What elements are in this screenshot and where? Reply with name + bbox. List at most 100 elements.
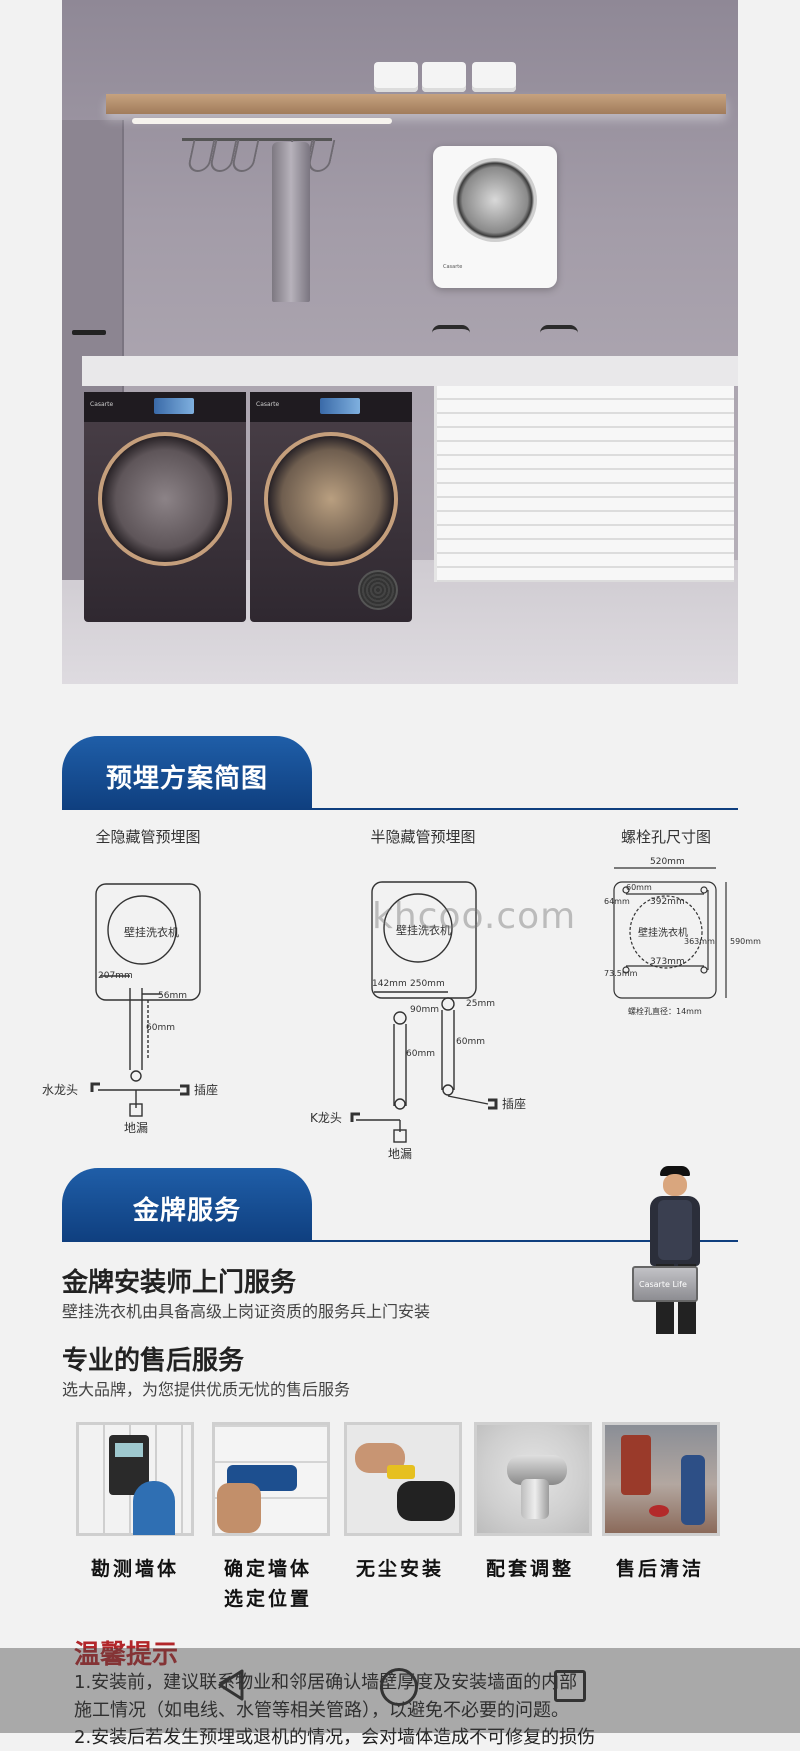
front-load-washer: Casarte <box>84 392 246 622</box>
half-drum-outline <box>383 893 453 963</box>
step-photo-adjust <box>474 1422 592 1536</box>
bolt-span-top-label: 392mm <box>650 897 685 907</box>
hero-laundry-photo: Casarte Casarte Casarte <box>62 0 738 684</box>
full-faucet-icon <box>90 1082 100 1092</box>
wooden-shelf <box>106 94 726 114</box>
diagram-title-bolt: 螺栓孔尺寸图 <box>620 828 711 846</box>
mop-icon <box>621 1435 651 1495</box>
diagram-title-full: 全隐藏管预埋图 <box>95 828 201 846</box>
full-dim-pipe-label: 56mm <box>158 991 187 1001</box>
half-machine-label: 壁挂洗衣机 <box>396 923 451 937</box>
worker-head <box>663 1174 687 1196</box>
home-icon[interactable] <box>380 1668 418 1706</box>
dryer-panel: Casarte <box>250 392 412 422</box>
door-handle <box>72 330 106 335</box>
installer-desc: 壁挂洗衣机由具备高级上岗证资质的服务兵上门安装 <box>62 1302 431 1321</box>
dryer-vent <box>358 570 398 610</box>
washer-screen <box>154 398 194 414</box>
bolt-hole-br <box>700 966 708 974</box>
half-faucet-icon <box>350 1112 360 1122</box>
section-divider <box>62 1240 738 1242</box>
step-caption: 确定墙体 选定位置 <box>198 1554 338 1614</box>
full-drain-box <box>129 1103 143 1117</box>
bolt-hole-bl <box>622 966 630 974</box>
aftersale-desc: 选大品牌，为您提供优质无忧的售后服务 <box>62 1380 351 1399</box>
step-photo-survey <box>76 1422 194 1536</box>
system-nav-bar <box>0 1648 800 1733</box>
worker-cap <box>660 1166 690 1176</box>
bolt-height-label: 590mm <box>730 937 761 946</box>
dryer-brand: Casarte <box>256 401 280 408</box>
bolt-vertical-label: 363mm <box>684 937 715 946</box>
washer-panel: Casarte <box>84 392 246 422</box>
service-worker-figure: Casarte Life <box>632 1166 722 1342</box>
hanging-rail <box>182 138 332 141</box>
tips-title: 温馨提示 <box>74 1640 179 1670</box>
tips-line: 1.安装前，建议联系物业和邻居确认墙壁厚度及安装墙面的内部 <box>74 1672 578 1693</box>
step-caption: 勘测墙体 <box>65 1554 205 1584</box>
bolt-machine-label: 壁挂洗衣机 <box>638 926 688 939</box>
half-valve-b <box>442 1084 454 1096</box>
step-caption: 配套调整 <box>460 1554 600 1584</box>
louvered-cabinet <box>434 386 734 582</box>
full-faucet-label: 水龙头 <box>42 1083 78 1097</box>
mini-washer-drum <box>453 158 537 242</box>
aftersale-title: 专业的售后服务 <box>62 1346 245 1376</box>
dust-collector-icon <box>387 1465 415 1479</box>
half-dim-pipe-a-label: 90mm <box>410 1005 439 1015</box>
step-caption-line: 配套调整 <box>485 1558 574 1580</box>
bolt-drum-outline <box>629 895 703 969</box>
half-socket-icon <box>488 1098 498 1110</box>
bolt-hole-tl <box>622 886 630 894</box>
step-caption: 无尘安装 <box>330 1554 470 1584</box>
diagram-full <box>90 883 201 1117</box>
half-socket-label: 插座 <box>502 1096 526 1111</box>
bolt-top-offset-label: 60mm <box>626 883 652 892</box>
washer-door <box>98 432 232 566</box>
bolt-left-offset-label: 64mm <box>604 897 630 906</box>
section-tab-preinstall: 预埋方案简图 <box>62 736 312 810</box>
full-dim-left-label: 207mm <box>98 971 133 981</box>
step-caption-line: 售后清洁 <box>615 1558 704 1580</box>
full-socket-label: 插座 <box>194 1082 218 1097</box>
installer-title: 金牌安装师上门服务 <box>62 1268 297 1298</box>
half-dim-mid-label: 250mm <box>410 979 445 989</box>
recent-apps-icon[interactable] <box>554 1670 586 1702</box>
watermark-text: khcoo.com <box>372 896 577 937</box>
step-caption-line: 确定墙体 <box>223 1558 312 1580</box>
full-dim-down-label: 60mm <box>146 1023 175 1033</box>
full-valve <box>130 1070 142 1082</box>
washer-brand: Casarte <box>90 401 114 408</box>
worker-vest <box>658 1200 692 1260</box>
full-drain-label: 地漏 <box>124 1121 148 1135</box>
tool-case-label: Casarte Life <box>639 1280 687 1289</box>
shelf-light <box>132 118 392 124</box>
half-hole-a <box>393 1011 407 1025</box>
faucet <box>432 325 470 341</box>
step-photo-position <box>212 1422 330 1536</box>
step-photo-clean <box>602 1422 720 1536</box>
back-icon[interactable] <box>214 1668 248 1702</box>
full-socket-icon <box>180 1084 190 1096</box>
wall-mounted-washer: Casarte <box>433 146 557 288</box>
dryer-screen <box>320 398 360 414</box>
front-load-dryer: Casarte <box>250 392 412 622</box>
hanging-shirt <box>272 142 310 302</box>
section-title-preinstall: 预埋方案简图 <box>105 764 268 794</box>
mini-washer-brand: Casarte <box>443 264 463 270</box>
step-caption-line: 无尘安装 <box>355 1558 444 1580</box>
half-socket-line <box>447 1095 489 1105</box>
step-caption-line: 选定位置 <box>223 1588 312 1610</box>
dryer-door <box>264 432 398 566</box>
half-drain-label: 地漏 <box>388 1147 412 1161</box>
half-dim-pipe-b-label: 25mm <box>466 999 495 1009</box>
half-dim-down-b-label: 60mm <box>456 1037 485 1047</box>
storage-box <box>472 62 516 92</box>
full-drum-outline <box>107 895 177 965</box>
step-caption: 售后清洁 <box>590 1554 730 1584</box>
bolt-machine-outline <box>613 881 717 999</box>
half-hole-b <box>441 997 455 1011</box>
section-title-service: 金牌服务 <box>132 1196 241 1226</box>
countertop <box>82 356 738 386</box>
